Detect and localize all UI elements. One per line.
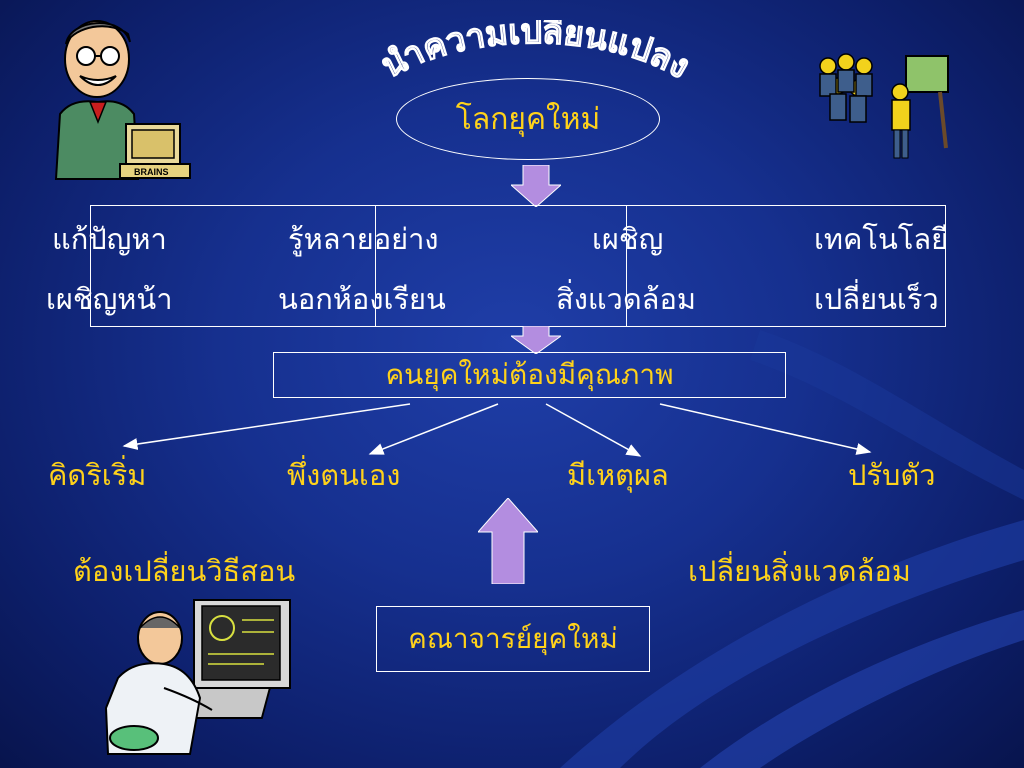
quality-adaptable: ปรับตัว — [848, 458, 936, 492]
need-change-teaching: ต้องเปลี่ยนวิธีสอน — [73, 554, 296, 588]
quality-self-reliant: พึ่งตนเอง — [287, 458, 401, 492]
item-outside-class: นอกห้องเรียน — [278, 282, 446, 316]
item-technology: เทคโนโลยี — [814, 222, 949, 256]
quality-people-box: คนยุคใหม่ต้องมีคุณภาพ — [273, 352, 786, 398]
new-teachers-label: คณาจารย์ยุคใหม่ — [408, 622, 618, 655]
frame-top-line — [376, 205, 626, 206]
up-arrow — [478, 498, 538, 584]
frame-right — [626, 205, 946, 327]
oval-new-world: โลกยุคใหม่ — [396, 78, 660, 160]
team-clipart — [819, 53, 949, 159]
item-face: เผชิญ — [592, 222, 664, 256]
item-solve-problem: แก้ปัญหา — [52, 222, 167, 256]
new-teachers-box: คณาจารย์ยุคใหม่ — [376, 606, 650, 672]
oval-label: โลกยุคใหม่ — [455, 101, 601, 137]
quality-people-label: คนยุคใหม่ต้องมีคุณภาพ — [385, 358, 674, 391]
arc-title: นำความเปลี่ยนแปลง — [375, 20, 697, 88]
quality-rational: มีเหตุผล — [567, 458, 669, 492]
brains-label: BRAINS — [134, 167, 169, 177]
item-environment: สิ่งแวดล้อม — [556, 282, 696, 316]
scientist-computer-clipart — [104, 599, 291, 755]
frame-left — [90, 205, 376, 327]
frame-bottom-line — [376, 326, 626, 327]
down-arrow-top — [511, 165, 561, 207]
item-confront: เผชิญหน้า — [46, 282, 173, 316]
need-change-environment: เปลี่ยนสิ่งแวดล้อม — [688, 554, 911, 588]
professor-computer-clipart: BRAINS — [54, 20, 191, 180]
item-know-many: รู้หลายอย่าง — [288, 222, 439, 256]
item-fast-change: เปลี่ยนเร็ว — [814, 282, 939, 316]
down-arrow-middle — [511, 326, 561, 354]
quality-initiative: คิดริเริ่ม — [48, 458, 147, 492]
